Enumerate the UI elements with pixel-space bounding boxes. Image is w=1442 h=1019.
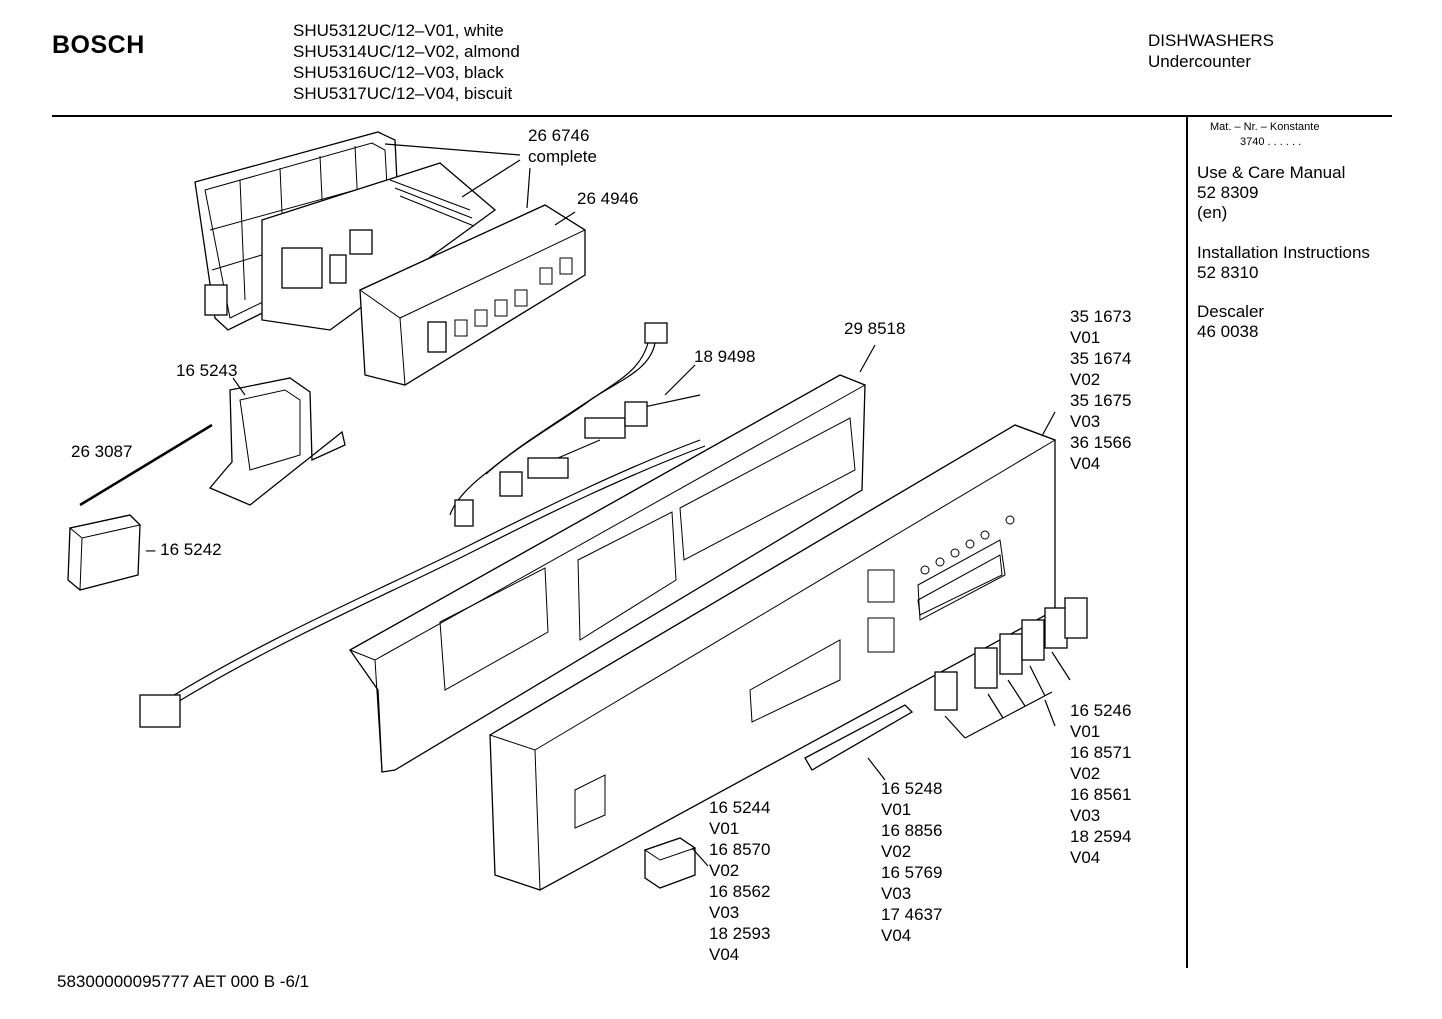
part-label-26-3087: 26 3087 xyxy=(71,442,133,461)
category-title: DISHWASHERS xyxy=(1148,31,1274,50)
variant-line: 36 1566 xyxy=(1070,433,1132,452)
variant-line: 16 5244 xyxy=(709,798,771,817)
switch-part xyxy=(67,514,141,591)
variant-line: V01 xyxy=(1070,722,1101,741)
variant-line: 17 4637 xyxy=(881,905,943,924)
variant-line: 16 8571 xyxy=(1070,743,1132,762)
variant-line: V02 xyxy=(1070,764,1101,783)
model-line: SHU5314UC/12–V02, almond xyxy=(293,42,520,61)
variant-line: V02 xyxy=(881,842,912,861)
panel-variant-list: 35 1673 V01 35 1674 V02 35 1675 V03 36 1… xyxy=(1070,306,1131,474)
doc-installation: Installation Instructions 52 8310 xyxy=(1197,243,1370,283)
header-rule xyxy=(52,115,1392,117)
model-line: SHU5312UC/12–V01, white xyxy=(293,21,504,40)
control-module-part xyxy=(358,204,587,386)
light-strip-part xyxy=(804,704,914,771)
variant-line: V02 xyxy=(709,861,740,880)
variant-line: V03 xyxy=(1070,806,1101,825)
part-label-29-8518: 29 8518 xyxy=(844,319,906,338)
brand-logo: BOSCH xyxy=(52,31,145,59)
variant-line: 16 8856 xyxy=(881,821,943,840)
sidebar-rule xyxy=(1186,115,1188,968)
variant-line: V03 xyxy=(709,903,740,922)
part-label-26-6746: 26 6746 xyxy=(528,126,590,145)
knob-part xyxy=(643,837,697,889)
variant-line: 16 5769 xyxy=(881,863,943,882)
footer-code: 58300000095777 AET 000 B -6/1 xyxy=(57,972,310,991)
variant-line: 35 1675 xyxy=(1070,391,1132,410)
part-label-16-5243: 16 5243 xyxy=(176,361,238,380)
part-label-26-4946: 26 4946 xyxy=(577,189,639,208)
mat-number-label: Mat. – Nr. – Konstante xyxy=(1210,121,1320,133)
doc-lang: (en) xyxy=(1197,203,1228,222)
variant-line: V01 xyxy=(881,800,912,819)
variant-line: V04 xyxy=(1070,454,1101,473)
variant-line: 35 1674 xyxy=(1070,349,1132,368)
doc-title: Use & Care Manual xyxy=(1197,163,1346,182)
doc-number: 46 0038 xyxy=(1197,322,1259,341)
doc-title: Installation Instructions xyxy=(1197,243,1370,262)
leader-lines xyxy=(232,143,1071,867)
part-label-16-5242: – 16 5242 xyxy=(146,540,222,559)
doc-number: 52 8310 xyxy=(1197,263,1259,282)
variant-line: V03 xyxy=(1070,412,1101,431)
variant-line: 16 5248 xyxy=(881,779,943,798)
variant-line: V01 xyxy=(1070,328,1101,347)
variant-line: V01 xyxy=(709,819,740,838)
variant-line: V04 xyxy=(1070,848,1101,867)
category-block: DISHWASHERS Undercounter xyxy=(1148,30,1274,72)
model-line: SHU5316UC/12–V03, black xyxy=(293,63,504,82)
variant-line: 16 8562 xyxy=(709,882,771,901)
bracket-part xyxy=(208,377,346,506)
doc-title: Descaler xyxy=(1197,302,1265,321)
model-list: SHU5312UC/12–V01, white SHU5314UC/12–V02… xyxy=(293,20,520,104)
button-variant-list: 16 5246 V01 16 8571 V02 16 8561 V03 18 2… xyxy=(1070,700,1131,868)
doc-descaler: Descaler 46 0038 xyxy=(1197,302,1264,342)
variant-line: V04 xyxy=(709,945,740,964)
variant-line: 16 8570 xyxy=(709,840,771,859)
doc-use-care: Use & Care Manual 52 8309 (en) xyxy=(1197,163,1345,223)
category-subtitle: Undercounter xyxy=(1148,52,1252,71)
mat-number-value: 3740 . . . . . . xyxy=(1240,136,1302,148)
circuit-board-part xyxy=(261,162,497,331)
variant-line: 16 8561 xyxy=(1070,785,1132,804)
doc-number: 52 8309 xyxy=(1197,183,1259,202)
variant-line: V04 xyxy=(881,926,912,945)
part-label-18-9498: 18 9498 xyxy=(694,347,756,366)
model-line: SHU5317UC/12–V04, biscuit xyxy=(293,84,513,103)
variant-line: 35 1673 xyxy=(1070,307,1132,326)
strip-variant-list: 16 5248 V01 16 8856 V02 16 5769 V03 17 4… xyxy=(881,778,942,946)
variant-line: V02 xyxy=(1070,370,1101,389)
inner-panel-part xyxy=(348,374,867,773)
part-label-complete: complete xyxy=(528,147,597,166)
rod-part xyxy=(79,423,213,507)
variant-line: 18 2593 xyxy=(709,924,771,943)
knob-variant-list: 16 5244 V01 16 8570 V02 16 8562 V03 18 2… xyxy=(709,797,770,965)
wire-harness-part xyxy=(139,322,706,728)
variant-line: V03 xyxy=(881,884,912,903)
variant-line: 16 5246 xyxy=(1070,701,1132,720)
button-set-part xyxy=(934,597,1088,711)
variant-line: 18 2594 xyxy=(1070,827,1132,846)
